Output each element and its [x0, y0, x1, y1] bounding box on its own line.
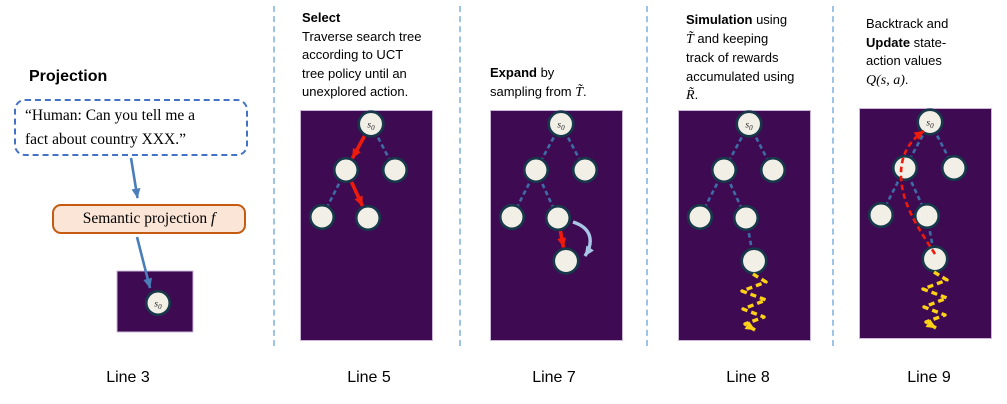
tree-node [357, 110, 385, 138]
tree-node [571, 156, 599, 184]
caption-segment: sampling from [490, 83, 576, 99]
root-label: s0 [557, 120, 565, 132]
caption-segment: Q(s, a) [866, 72, 905, 88]
projection-flow-arrow [135, 236, 153, 289]
caption-segment: Simulation [686, 12, 753, 27]
caption-segment: state- [910, 34, 947, 50]
caption-segment: track of rewards [686, 50, 779, 65]
panel-separator [459, 6, 461, 346]
caption-segment: tree policy until an [302, 65, 407, 81]
root-label: s0 [154, 299, 162, 311]
projection-graphics: s0 [116, 157, 194, 333]
tree-node [552, 247, 580, 275]
caption-segment: using [752, 12, 788, 27]
expand-caption: Expand by sampling from T̃. [490, 64, 632, 102]
line-label-8: Line 8 [726, 369, 770, 386]
caption-segment: Select [302, 10, 341, 25]
tree-node [686, 203, 714, 231]
root-label: s0 [367, 120, 375, 132]
root-label: s0 [745, 120, 753, 132]
selection-arrow [557, 230, 567, 248]
rollout-zigzag-arrow [921, 270, 949, 330]
tree-node [759, 156, 787, 184]
line-label-7: Line 7 [532, 369, 576, 386]
caption-segment: R̃ [686, 88, 695, 103]
select-tree: s0 [300, 110, 433, 341]
panel-separator [646, 6, 648, 346]
tree-node [916, 108, 944, 136]
quote-line-2: fact about country XXX.” [25, 131, 186, 148]
projection-title: Projection [29, 68, 108, 85]
caption-segment: . [694, 87, 699, 102]
root-label: s0 [926, 118, 934, 130]
caption-segment: . [904, 71, 909, 87]
rollout-zigzag-arrow [740, 272, 768, 332]
tree-node [544, 204, 572, 232]
update-tree: s0 [859, 108, 992, 339]
tree-node [710, 156, 738, 184]
panel-separator [273, 6, 275, 346]
tree-node [940, 154, 968, 182]
caption-segment: T̃ [575, 84, 584, 100]
tree-node [921, 245, 949, 273]
tree-node [735, 110, 763, 138]
semantic-projection-box: Semantic projection f [52, 204, 246, 234]
caption-segment: Expand [490, 65, 537, 80]
caption-segment: action values [866, 53, 942, 68]
expand-sample-arrow [572, 220, 594, 257]
selection-arrow [350, 135, 366, 160]
caption-segment: Traverse search tree [302, 28, 422, 44]
prompt-quote-box: “Human: Can you tell me a fact about cou… [14, 99, 248, 156]
caption-segment: according to UCT [302, 47, 404, 62]
caption-segment: Backtrack and [866, 16, 949, 31]
expand-tree: s0 [490, 110, 623, 341]
caption-segment: accumulated using [686, 68, 795, 84]
tree-node [144, 289, 172, 317]
tree-node [354, 204, 382, 232]
caption-segment: and keeping [693, 30, 769, 46]
tree-node [332, 156, 360, 184]
panel-separator [832, 6, 834, 346]
simulation-tree: s0 [678, 110, 811, 341]
caption-segment: Update [866, 34, 911, 50]
line-label-3: Line 3 [106, 369, 150, 386]
caption-segment: by [536, 65, 555, 80]
projection-flow-arrow [129, 157, 141, 199]
tree-node [732, 204, 760, 232]
caption-segment: T̃ [686, 31, 694, 47]
semantic-projection-symbol: f [210, 210, 216, 227]
semantic-projection-label: Semantic projection [82, 210, 211, 227]
tree-node [522, 156, 550, 184]
tree-node [740, 247, 768, 275]
tree-node [381, 156, 409, 184]
tree-node [308, 203, 336, 231]
line-label-9: Line 9 [907, 369, 951, 386]
tree-node [498, 203, 526, 231]
selection-arrow [349, 181, 365, 207]
quote-line-1: “Human: Can you tell me a [25, 107, 196, 124]
caption-segment: unexplored action. [302, 84, 409, 99]
caption-segment: . [583, 83, 587, 99]
tree-node [867, 201, 895, 229]
tree-node [913, 202, 941, 230]
line-label-5: Line 5 [347, 369, 391, 386]
tree-node [547, 110, 575, 138]
tree-node [891, 154, 919, 182]
